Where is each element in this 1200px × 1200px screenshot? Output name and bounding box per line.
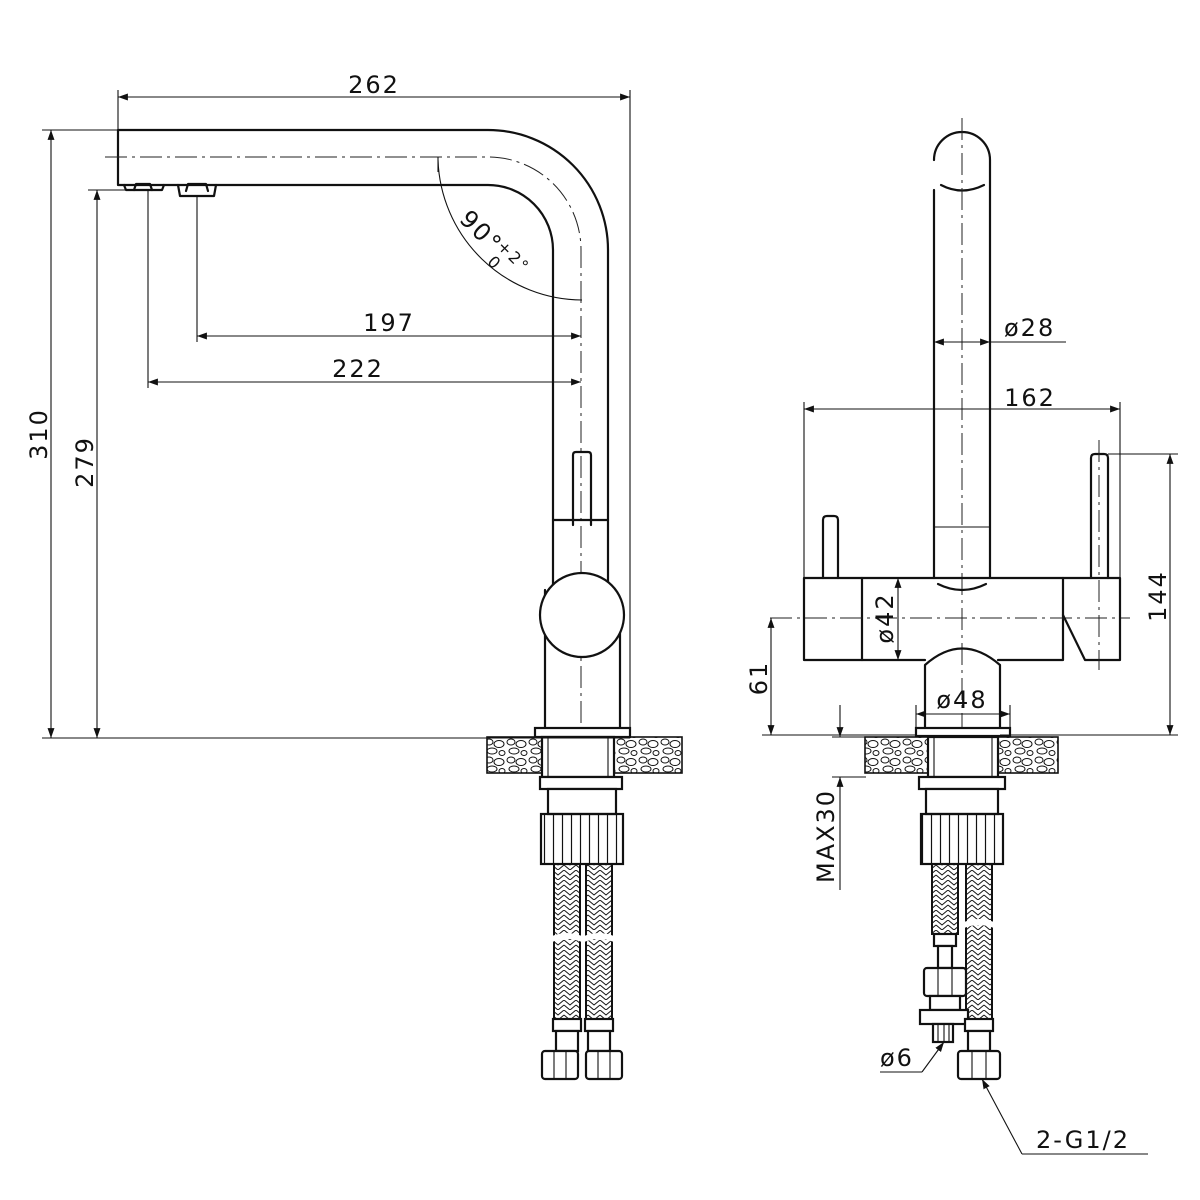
fixing-shank	[546, 787, 618, 816]
dim-spout-diameter: ø28	[1004, 314, 1055, 342]
spout-lower-tube	[551, 518, 610, 592]
dim-reach-primary: 222	[332, 355, 384, 383]
front-hoses	[918, 863, 1002, 1081]
spout-outline	[116, 128, 610, 522]
base-flange	[533, 726, 632, 739]
mixing-cylinder	[538, 571, 626, 659]
fixing-nut	[539, 812, 625, 866]
dim-aerator-height: 279	[71, 436, 99, 488]
front-right-handle-hub	[1061, 576, 1122, 662]
spout-centerline	[105, 156, 582, 735]
dim-max-deck: MAX30	[812, 789, 840, 883]
front-view: ø28 162 144 ø42 61 ø48 MAX30 ø6	[745, 118, 1178, 1155]
supply-hoses	[540, 863, 624, 1081]
angle-label: 90° +2° 0	[454, 205, 534, 277]
dim-reach-secondary: 197	[363, 309, 415, 337]
dim-body-diameter: ø42	[871, 592, 899, 643]
front-countertop	[864, 735, 1059, 779]
dim-body-axis-height: 61	[745, 661, 773, 696]
dim-lever-height: 144	[1144, 570, 1172, 622]
dim-hose-connection: 2-G1/2	[1036, 1126, 1130, 1154]
front-left-lever	[821, 514, 840, 580]
side-view: 90° +2° 0	[25, 71, 683, 1081]
dim-body-width: 162	[1004, 384, 1056, 412]
front-lower-neck	[923, 647, 1002, 730]
angle-arc	[437, 159, 583, 301]
dim-overall-height: 310	[25, 408, 53, 460]
dim-overall-width: 262	[348, 71, 400, 99]
countertop-section	[486, 735, 683, 779]
front-valve-body	[802, 576, 1065, 662]
dim-base-diameter: ø48	[936, 686, 987, 714]
dim-filter-hose: ø6	[880, 1044, 914, 1072]
lever-handle	[571, 450, 593, 527]
fixing-washer	[538, 775, 624, 791]
